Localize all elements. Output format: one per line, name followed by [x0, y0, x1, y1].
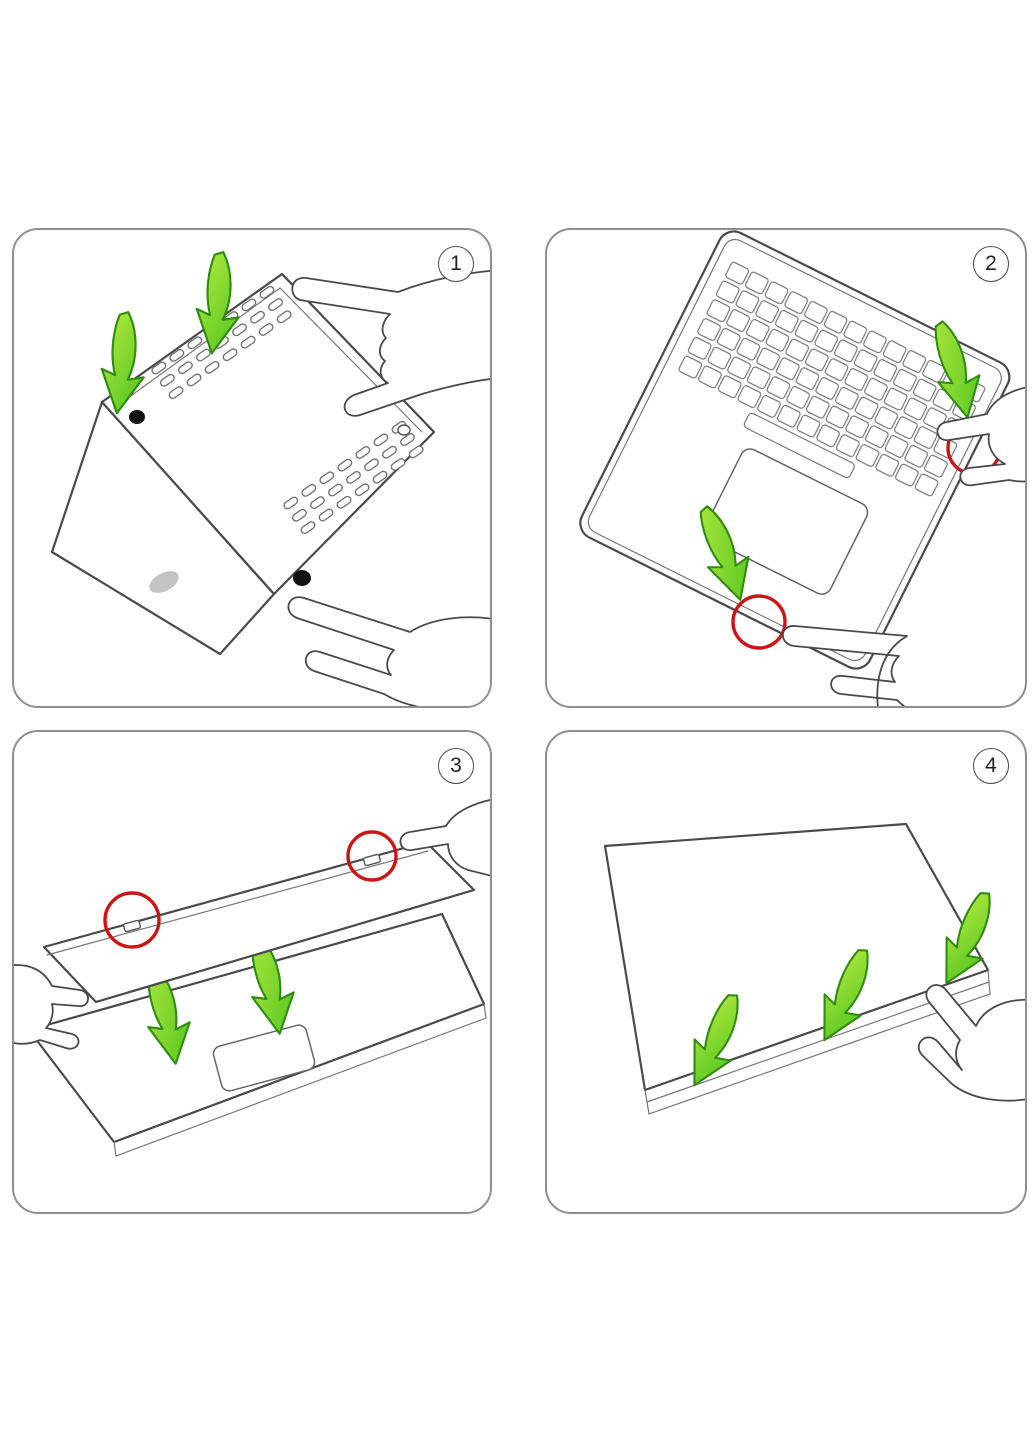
hand-pressing-front: [781, 625, 908, 706]
closed-laptop-illustration: [603, 822, 1025, 1115]
vent-slots: [279, 414, 432, 541]
hand-holding-corner: [287, 596, 490, 706]
vent-slots: [147, 279, 300, 406]
base-lip: [587, 238, 1002, 662]
cover-clip: [122, 919, 142, 933]
top-cover: [42, 840, 476, 1004]
vent-grid-bottom: [279, 414, 432, 541]
hand-holding-cover: [399, 799, 490, 877]
foot-recess: [397, 424, 411, 436]
clip-highlight-circle: [103, 891, 161, 949]
trackpad: [703, 448, 869, 595]
clip-highlight-circle: [731, 594, 787, 650]
rubber-foot: [293, 570, 311, 586]
cover-clip: [362, 853, 382, 867]
step-number-badge: 4: [973, 748, 1009, 784]
rubber-foot: [129, 410, 145, 424]
step-number-badge: 2: [973, 246, 1009, 282]
step-number: 2: [985, 252, 997, 275]
hand-pinching-side: [936, 386, 1025, 487]
hand-steadying-left: [14, 964, 89, 1050]
step-number-badge: 3: [438, 748, 474, 784]
vent-grid-top: [147, 279, 300, 406]
base-front-edge: [113, 1003, 487, 1157]
clip-highlight-circle: [346, 830, 398, 882]
trackpad-group: [212, 1024, 316, 1092]
logo-oval: [149, 571, 179, 593]
trackpad: [212, 1024, 316, 1092]
step-panel-3: 3: [12, 730, 492, 1214]
top-cover-attach-illustration: [14, 799, 490, 1157]
step-panel-2: 2: [545, 228, 1027, 708]
step-number: 4: [985, 754, 997, 777]
step-panel-4: 4: [545, 730, 1027, 1214]
hand-snapping-edge: [917, 984, 1025, 1102]
step-number: 3: [450, 754, 462, 777]
laptop-base: [579, 230, 1011, 670]
bottom-case-illustration: [50, 248, 490, 706]
keyboard-deck-illustration: [579, 230, 1025, 706]
step-number-badge: 1: [438, 246, 474, 282]
keyboard: [675, 260, 988, 501]
step-panel-1: 1: [12, 228, 492, 708]
step-number: 1: [450, 252, 462, 275]
spacebar-key: [743, 412, 855, 479]
hand-pressing-top: [291, 269, 490, 417]
